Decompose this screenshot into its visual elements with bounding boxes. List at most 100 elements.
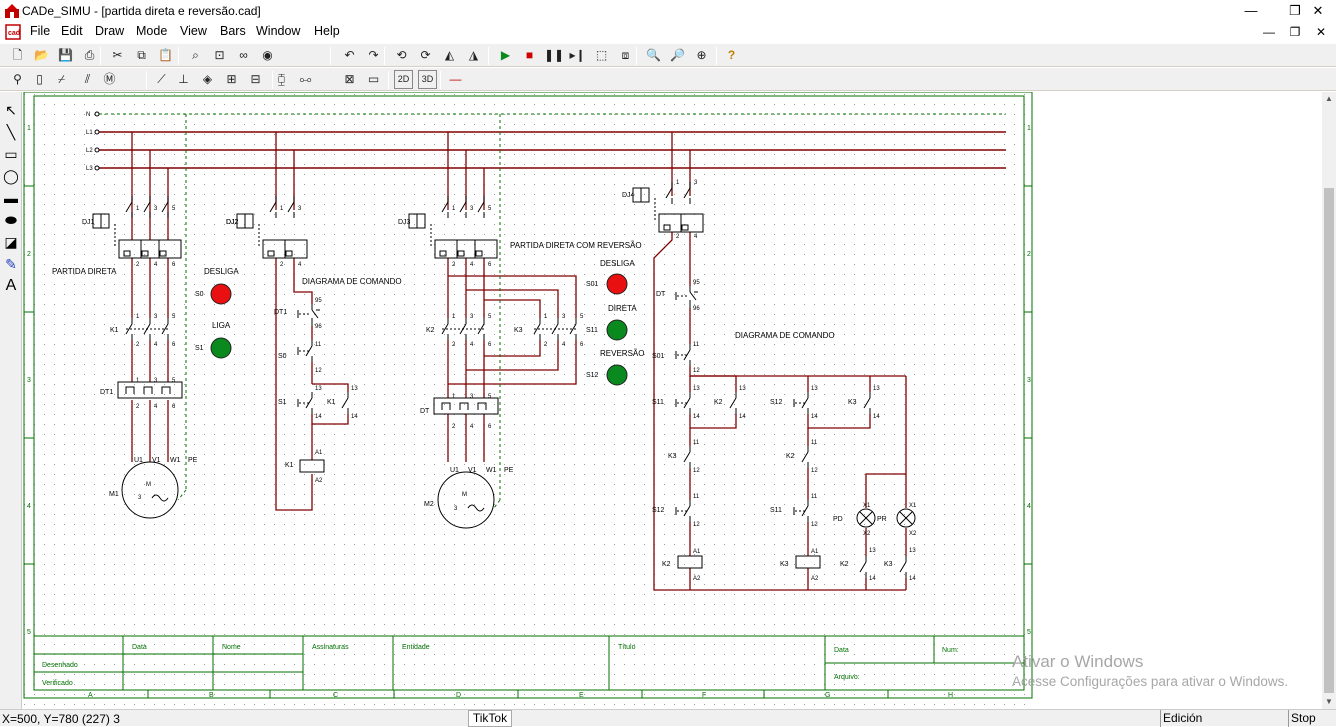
text-tool-icon[interactable]: A: [5, 277, 17, 294]
wire-icon[interactable]: —: [449, 72, 462, 86]
scrollbar-thumb[interactable]: [1324, 188, 1334, 693]
menu-file[interactable]: File: [30, 24, 51, 38]
menu-help[interactable]: Help: [314, 24, 340, 38]
resistor-icon[interactable]: ▭: [367, 72, 380, 86]
component-label: S01: [586, 281, 599, 288]
stop-icon[interactable]: ■: [525, 48, 534, 62]
rotate-right-icon[interactable]: ⟳: [420, 48, 431, 62]
components-toolbar: ⚲ ▯ ⌿ ⫽ Ⓜ ⟋ ⊥ ◈ ⊞ ⊟ ⧮ ⧟ ⊠ ▭ 2D 3D —: [0, 67, 1336, 91]
mirror-icon[interactable]: ◭: [444, 48, 455, 62]
undo-icon[interactable]: ↶: [344, 48, 355, 62]
title-block-text: Data Nome Assinaturas Entidade Título Da…: [42, 644, 959, 687]
breaker-icon[interactable]: ⌿: [57, 72, 66, 86]
fuse-icon[interactable]: ▯: [36, 72, 43, 86]
wire: [653, 232, 906, 591]
component-label: PD: [833, 516, 843, 523]
coil2-icon[interactable]: ⊟: [250, 72, 261, 86]
step-icon[interactable]: ▸❙: [569, 48, 586, 62]
filled-rectangle-tool-icon[interactable]: ▬: [4, 190, 18, 206]
column-letter: C: [333, 692, 338, 699]
close-button[interactable]: ✕: [1312, 3, 1324, 18]
breaker-trip: [141, 250, 149, 257]
redo-icon[interactable]: ↷: [368, 48, 379, 62]
component-label: 6: [488, 262, 492, 268]
flip-icon[interactable]: ◮: [468, 48, 479, 62]
2d-icon[interactable]: 2D: [394, 70, 413, 89]
rectangle-tool-icon[interactable]: ▭: [4, 146, 18, 162]
copy-icon[interactable]: ⧉: [137, 48, 146, 62]
wire: [484, 299, 541, 318]
coil-icon[interactable]: ⊞: [226, 72, 237, 86]
lamp-pd: [856, 508, 876, 528]
fill-tool-icon[interactable]: ◪: [4, 234, 18, 250]
column-letter: H: [948, 692, 953, 699]
print-icon[interactable]: ⎙: [84, 48, 95, 62]
help-icon[interactable]: ?: [727, 48, 736, 62]
pushbutton-icon[interactable]: ⊥: [178, 72, 189, 86]
drawing-canvas[interactable]: 1 2 3 4 5 1 2 3 4 5 A B C D E F G H Data…: [22, 92, 1322, 709]
component-label: 3: [562, 314, 566, 320]
connect-icon[interactable]: ⧈: [621, 48, 630, 62]
cut-icon[interactable]: ✂: [112, 48, 123, 62]
menu-view[interactable]: View: [180, 24, 207, 38]
terminal-icon[interactable]: ⧟: [299, 72, 312, 86]
three-pole-icon[interactable]: ⫽: [84, 72, 91, 86]
line-tool-icon[interactable]: ╲: [6, 124, 16, 140]
component-symbols: [92, 182, 916, 578]
pause-icon[interactable]: ❚❚: [544, 48, 565, 62]
relay-icon[interactable]: ⧮: [277, 72, 286, 86]
contact: [477, 323, 485, 335]
rotate-left-icon[interactable]: ⟲: [396, 48, 407, 62]
doc-close-button[interactable]: ✕: [1315, 25, 1327, 39]
3d-icon[interactable]: 3D: [418, 70, 437, 89]
menu-draw[interactable]: Draw: [95, 24, 125, 38]
doc-restore-button[interactable]: ❐: [1289, 25, 1301, 39]
binoculars-icon[interactable]: ∞: [239, 48, 248, 62]
motor: [437, 471, 495, 529]
save-icon[interactable]: 💾: [58, 48, 73, 62]
find-icon[interactable]: ⌕: [192, 48, 199, 62]
plc-icon[interactable]: ⊠: [344, 72, 355, 86]
view-icon[interactable]: ◉: [262, 48, 273, 62]
motor-icon[interactable]: Ⓜ: [103, 72, 116, 86]
row-numbers: 1 2 3 4 5 1 2 3 4 5: [27, 125, 1031, 636]
arrow-select-icon[interactable]: ↖: [5, 102, 17, 118]
component-label: K1: [110, 327, 119, 334]
menu-bars[interactable]: Bars: [220, 24, 246, 38]
contact-icon[interactable]: ⟋: [157, 72, 166, 86]
minimize-button[interactable]: —: [1244, 3, 1258, 18]
component-label: DJ4: [622, 192, 635, 199]
play-icon[interactable]: ▶: [500, 48, 511, 62]
component-label: U1: [134, 457, 143, 464]
doc-minimize-button[interactable]: —: [1263, 25, 1275, 39]
menu-mode[interactable]: Mode: [136, 24, 168, 38]
scroll-down-icon[interactable]: ▼: [1325, 697, 1333, 706]
component-label: S12: [770, 399, 783, 406]
color-picker-icon[interactable]: ✎: [5, 256, 17, 272]
zoom-in-icon[interactable]: 🔍: [646, 48, 661, 62]
menu-window[interactable]: Window: [256, 24, 301, 38]
new-icon[interactable]: 🗋: [12, 48, 23, 62]
document-icon[interactable]: cad: [4, 23, 22, 41]
vertical-scrollbar[interactable]: ▲ ▼: [1322, 92, 1336, 709]
paste-icon[interactable]: 📋: [158, 48, 173, 62]
scroll-up-icon[interactable]: ▲: [1325, 94, 1333, 103]
filled-ellipse-tool-icon[interactable]: ⬬: [5, 212, 17, 228]
breaker-trip: [159, 250, 167, 257]
component-label: 6: [580, 342, 584, 348]
select-area-icon[interactable]: ⬚: [595, 48, 608, 62]
restore-button[interactable]: ❐: [1289, 3, 1301, 18]
zoom-out-icon[interactable]: 🔎: [670, 48, 685, 62]
zoom-fit-icon[interactable]: ⊕: [696, 48, 707, 62]
menu-edit[interactable]: Edit: [61, 24, 83, 38]
tb-nome-header: Nome: [222, 644, 241, 651]
supply-icon[interactable]: ⚲: [13, 72, 22, 86]
open-icon[interactable]: 📂: [34, 48, 49, 62]
breaker-trip: [681, 224, 689, 231]
component-label: K1: [327, 399, 336, 406]
sensor-icon[interactable]: ◈: [202, 72, 213, 86]
ellipse-tool-icon[interactable]: ◯: [3, 168, 19, 184]
component-label: 3: [298, 206, 302, 212]
zoom-window-icon[interactable]: ⊡: [214, 48, 225, 62]
tb-arquivo: Arquivo:: [834, 674, 860, 681]
